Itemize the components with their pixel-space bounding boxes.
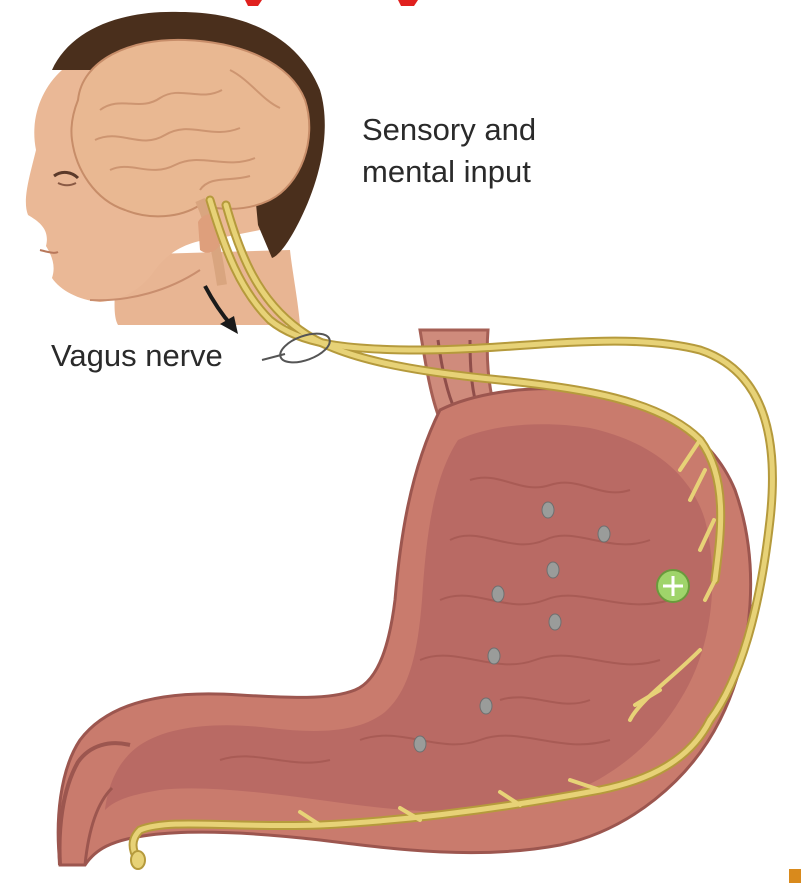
corner-mark [789, 869, 801, 883]
sensory-input-label-line2: mental input [362, 154, 531, 189]
pointer-arrow [203, 285, 238, 334]
gastric-droplets [413, 501, 611, 753]
stimulation-plus-icon [656, 569, 690, 603]
title-fragment [245, 0, 418, 6]
sensory-input-label-line1: Sensory and [362, 112, 537, 147]
vagus-nerve-label: Vagus nerve [51, 338, 223, 373]
stomach-illustration [56, 387, 753, 867]
vagus-nerve [128, 195, 777, 870]
vagus-label-leader-line [261, 353, 286, 361]
head-illustration [25, 11, 325, 325]
vagus-nerve-highlight-ring [279, 332, 331, 364]
